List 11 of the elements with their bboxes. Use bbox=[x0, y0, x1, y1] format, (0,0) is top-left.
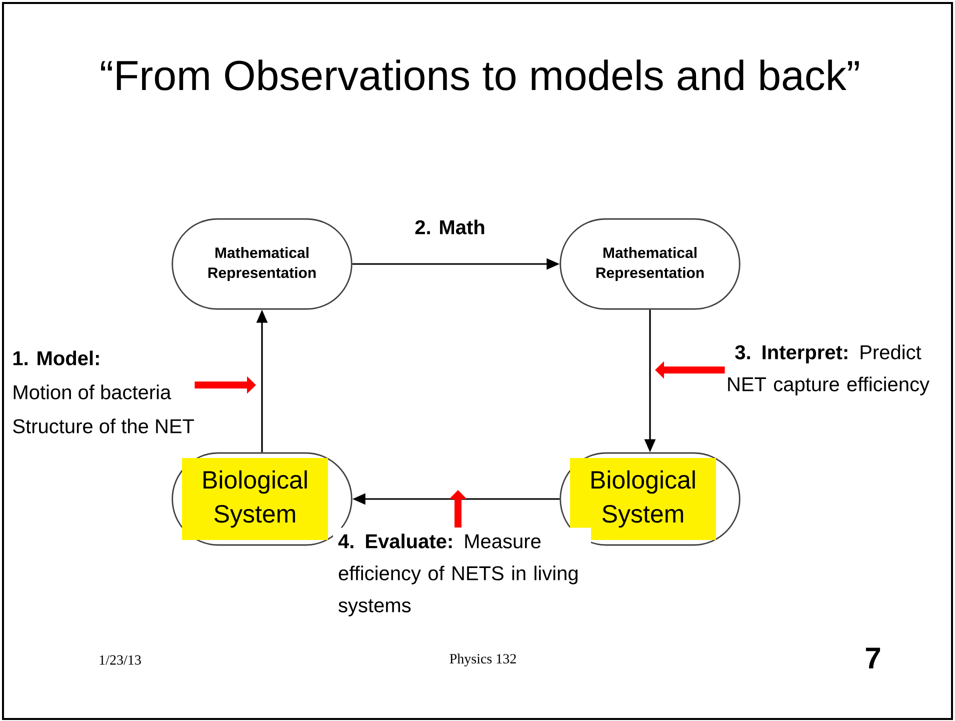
edge-label: 2. Math bbox=[412, 218, 488, 236]
date-text: 1/23/13 bbox=[100, 655, 141, 665]
rounded-box: Biological System bbox=[560, 452, 740, 546]
footer-text: Physics 132 bbox=[450, 654, 516, 666]
annotation-text: 3. Interpret: Predict NET capture efficiency bbox=[728, 344, 930, 396]
page-number: 7 bbox=[866, 648, 880, 668]
title: “From Observations to models and back” bbox=[101, 60, 859, 90]
rounded-box: Mathematical Representation bbox=[172, 218, 352, 310]
rounded-box: Mathematical Representation bbox=[560, 218, 740, 310]
annotation-text: 4. Evaluate: Measure efficiency of NETS in living systems bbox=[333, 528, 591, 622]
annotation-text: 1. Model: Motion of bacteria Structure of the NET bbox=[13, 350, 194, 434]
